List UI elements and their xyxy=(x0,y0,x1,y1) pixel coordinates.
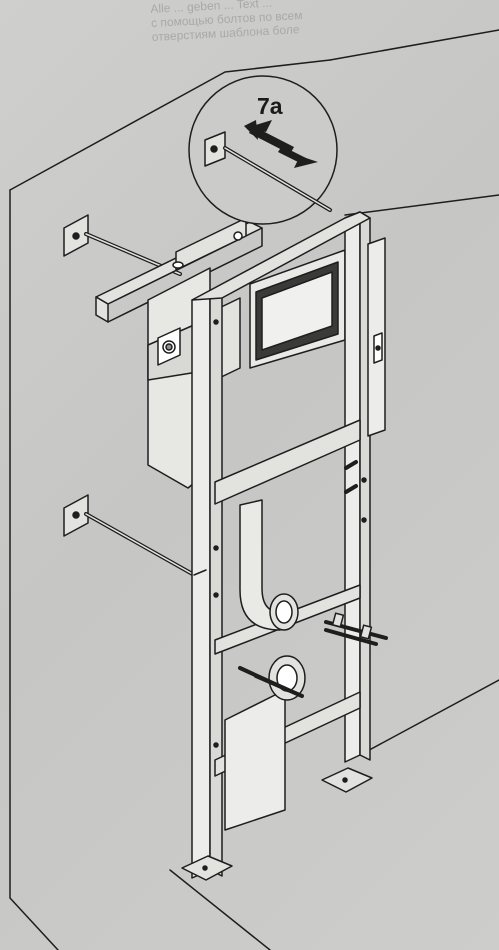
wall-anchor-lower xyxy=(63,494,198,578)
mounting-bolts xyxy=(238,460,388,698)
side-bracket xyxy=(367,237,386,437)
wall-left-edge xyxy=(9,189,59,950)
floor-right-edge xyxy=(359,679,499,756)
detail-callout xyxy=(188,75,338,225)
callout-label: 7a xyxy=(257,93,283,119)
wall-top-left-edge xyxy=(9,59,331,191)
wall-top-right-edge xyxy=(329,29,499,61)
double-arrow-icon xyxy=(244,120,318,168)
frame-left-post xyxy=(191,291,223,879)
frame-feet xyxy=(181,767,373,881)
wall-corner-top xyxy=(344,194,499,216)
drain-pipe xyxy=(224,499,306,831)
floor-front-edge xyxy=(169,869,271,950)
top-adjustment-bar xyxy=(95,217,263,323)
wall-corner xyxy=(9,29,499,950)
flush-plate-opening xyxy=(249,249,346,369)
